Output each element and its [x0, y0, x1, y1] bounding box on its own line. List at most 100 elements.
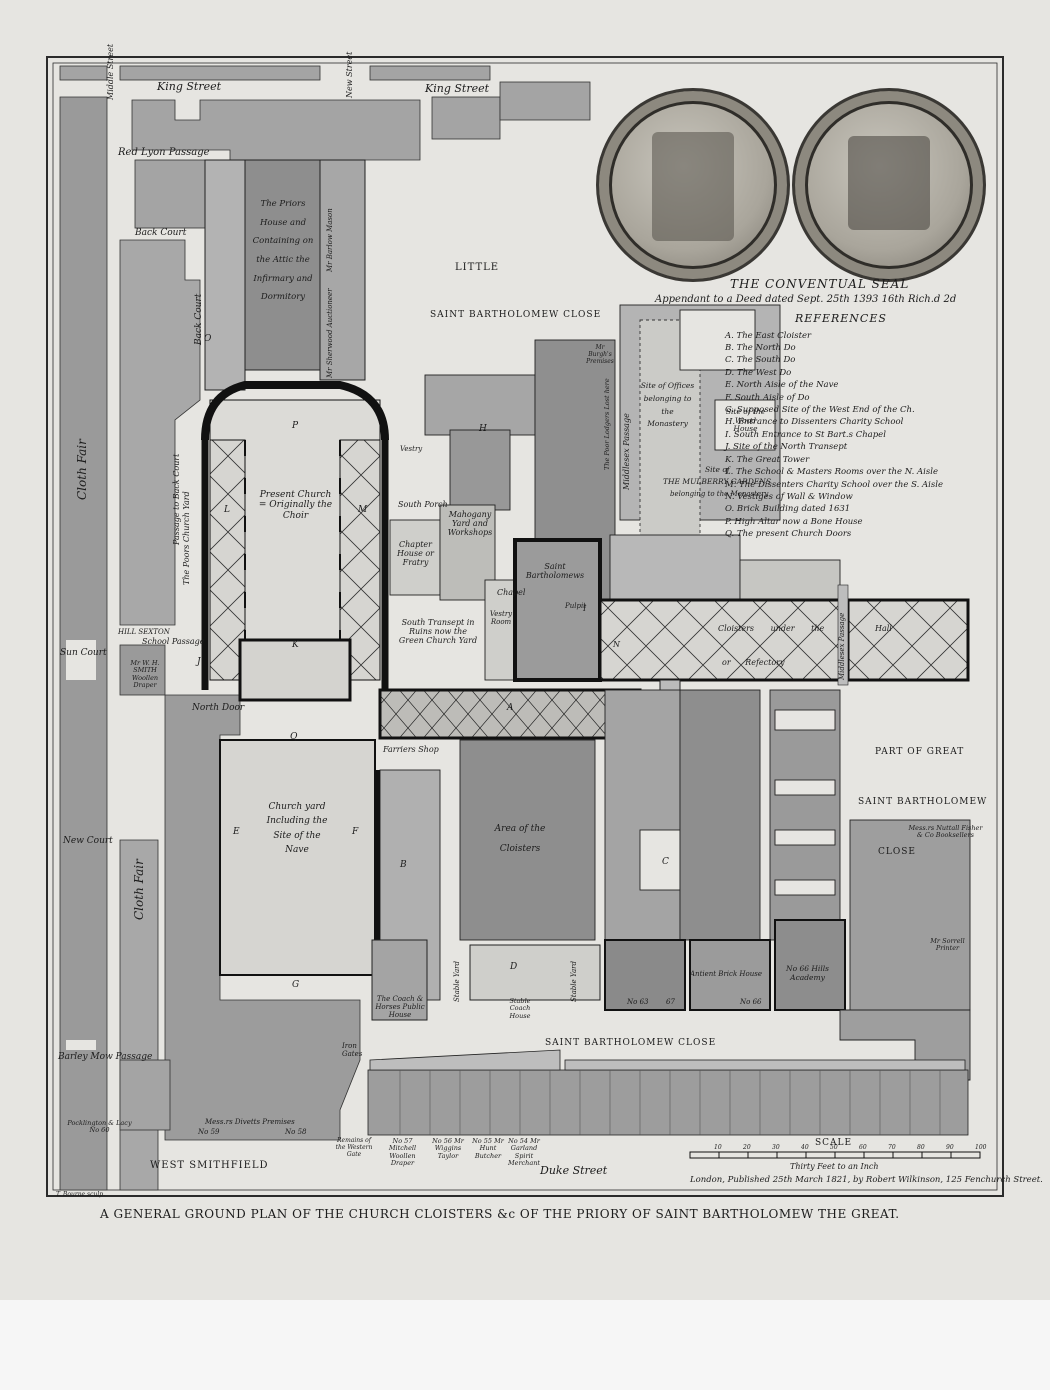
- south-transept-label: South Transept in Ruins now the Green Ch…: [398, 618, 478, 646]
- reference-item: G. Supposed Site of the West End of the …: [725, 405, 915, 416]
- pocklington-label: Pocklington & Lacy No 60: [67, 1119, 132, 1135]
- site-wood-house-label: Site of the Wood House: [725, 407, 766, 434]
- reference-item: P. High Altar now a Bone House: [725, 516, 863, 527]
- hall-label: Hall: [875, 624, 892, 633]
- middlesex-passage-east: Middlesex Passage: [838, 612, 846, 680]
- west-smithfield: WEST SMITHFIELD: [150, 1160, 269, 1171]
- school-passage: School Passage: [142, 637, 205, 646]
- reference-item: F. South Aisle of Do: [725, 392, 810, 403]
- stable-coach-house-label: Stable Coach House: [509, 997, 531, 1020]
- letter-q: Q: [290, 732, 298, 742]
- cloth-fair-lower: Cloth Fair: [132, 859, 146, 920]
- passage-to-back-court: Passage to Back Court: [172, 453, 181, 545]
- part-of-great: PART OF GREAT: [875, 747, 965, 757]
- sherwood-auctioneer-label: Mr Sherwood Auctioneer: [326, 288, 334, 378]
- scale-tick-label: 70: [888, 1144, 896, 1151]
- reference-item: I. South Entrance to St Bart.s Chapel: [725, 429, 886, 440]
- letter-d: D: [510, 962, 518, 972]
- plan-title: A GENERAL GROUND PLAN OF THE CHURCH CLOI…: [100, 1207, 900, 1221]
- church-choir: [201, 381, 389, 702]
- farriers-shop-label: Farriers Shop: [383, 745, 439, 754]
- mulberry-site-label: Site of: [705, 465, 730, 474]
- scale-tick-label: 60: [859, 1144, 867, 1151]
- back-court-label: Back Court: [135, 228, 187, 238]
- letter-h: H: [479, 424, 487, 434]
- iron-gates: Iron Gates: [342, 1042, 363, 1059]
- refectory-cloister: [598, 598, 970, 701]
- letter-e: E: [233, 827, 240, 837]
- present-church-label: Present Church = Originally the Choir: [258, 490, 333, 521]
- cloth-fair-upper: Cloth Fair: [75, 439, 89, 500]
- east-cloister: [378, 688, 642, 740]
- antient-brick-house-label: Antient Brick House: [690, 970, 762, 978]
- smith-draper-label: Mr W. H. SMITH Woollen Draper: [130, 659, 160, 690]
- middlesex-passage-strip: [837, 584, 849, 686]
- duke-street: Duke Street: [540, 1164, 608, 1177]
- south-porch-label: South Porch: [398, 500, 448, 509]
- barley-mow-passage: Barley Mow Passage: [58, 1052, 153, 1062]
- terrace-divisions: [399, 1070, 941, 1135]
- middlesex-passage: Middlesex Passage: [622, 413, 631, 490]
- letter-g: G: [292, 980, 300, 990]
- letter-a: A: [507, 703, 514, 713]
- close-right: CLOSE: [878, 847, 916, 857]
- references-heading: REFERENCES: [795, 312, 887, 325]
- east-complex: [389, 304, 841, 682]
- reference-item: B. The North Do: [725, 343, 796, 354]
- engraving-sheet: THE CONVENTUAL SEAL Appendant to a Deed …: [0, 0, 1050, 1300]
- cloister-quadrangle: [379, 689, 971, 1081]
- reference-item: O. Brick Building dated 1631: [725, 504, 851, 515]
- reference-item: J. Site of the North Transept: [725, 442, 848, 453]
- page-margin: [0, 1300, 1050, 1390]
- king-street-right: King Street: [425, 82, 490, 95]
- letter-p: P: [292, 421, 299, 431]
- reference-item: E. North Aisle of the Nave: [725, 380, 839, 391]
- scale-tick-label: 90: [946, 1144, 954, 1151]
- nuttall-label: Mess.rs Nuttall Fisher & Co Booksellers: [908, 824, 983, 840]
- western-gate-remains-label: Remains of the Western Gate: [335, 1137, 373, 1158]
- garland-label: No 54 Mr Garland Spirit Merchant: [507, 1137, 541, 1168]
- letter-j: J: [197, 657, 201, 667]
- no-58-label: No 58: [285, 1128, 307, 1136]
- sorrell-label: Mr Sorrell Printer: [930, 937, 965, 953]
- chapter-house-label: Chapter House or Fratry: [397, 540, 434, 568]
- poor-lodgers-label: The Poor Lodgers Lost here: [603, 378, 611, 470]
- churchyard-label: Church yard Including the Site of the Na…: [266, 802, 328, 856]
- no-59-label: No 59: [198, 1128, 220, 1136]
- scale-tick-label: 100: [975, 1144, 987, 1151]
- south-terraces: [367, 1049, 969, 1136]
- scale-bar: [689, 1151, 981, 1159]
- vestry-label: Vestry: [400, 445, 423, 453]
- coach-horses-label: The Coach & Horses Public House: [375, 995, 425, 1020]
- letter-k: K: [292, 640, 299, 650]
- chapel-label: Chapel: [497, 588, 526, 597]
- reference-item: L. The School & Masters Rooms over the N…: [725, 467, 938, 478]
- stable-yard-east: Stable Yard: [570, 961, 578, 1002]
- burghs-premises-label: Mr Burgh's Premises: [586, 344, 614, 365]
- middle-street: Middle Street: [106, 43, 115, 100]
- reference-item: C. The South Do: [725, 355, 796, 366]
- back-court-vertical: Back Court: [194, 293, 204, 345]
- publication-line: London, Published 25th March 1821, by Ro…: [690, 1175, 1043, 1185]
- reference-item: K. The Great Tower: [725, 454, 810, 465]
- letter-i: I: [583, 604, 587, 613]
- scale-tick-label: 40: [801, 1144, 809, 1151]
- close-bottom-label: SAINT BARTHOLOMEW CLOSE: [545, 1038, 717, 1048]
- no-63-label: No 63: [627, 998, 649, 1006]
- letter-m: M: [358, 505, 368, 515]
- letter-b: B: [400, 860, 407, 870]
- scale-note: Thirty Feet to an Inch: [790, 1162, 879, 1171]
- saint-bartholomews-label: Saint Bartholomews: [525, 562, 585, 581]
- scale-tick-label: 20: [743, 1144, 751, 1151]
- reference-item: Q. The present Church Doors: [725, 529, 852, 540]
- churchyard: [219, 739, 601, 1021]
- inner-frame: [52, 62, 998, 1191]
- no-66-label: No 66: [740, 998, 762, 1006]
- hunt-label: No 55 Mr Hunt Butcher: [472, 1137, 504, 1160]
- mulberry-gardens-label: THE MULBERRY GARDENS: [663, 477, 772, 486]
- stable-yard-west: Stable Yard: [453, 961, 461, 1002]
- reference-item: H. Entrance to Dissenters Charity School: [725, 417, 904, 428]
- reference-item: N. Vestiges of Wall & Window: [725, 491, 853, 502]
- king-street-left: King Street: [157, 80, 222, 93]
